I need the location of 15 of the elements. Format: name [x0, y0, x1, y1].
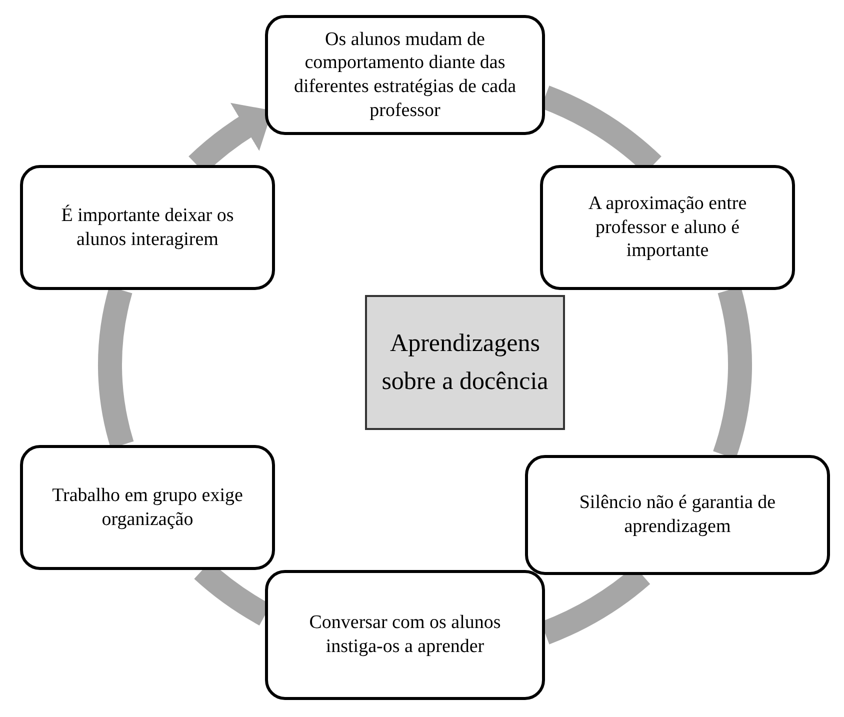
node-text: Conversar com os alunos instiga-os a aprender	[308, 611, 502, 659]
rounded-box	[20, 165, 275, 290]
center-title: Aprendizagens sobre a docência	[380, 329, 550, 396]
node-text: Silêncio não é garantia de aprendizagem	[578, 491, 777, 539]
rounded-box	[265, 570, 545, 700]
rounded-box	[265, 15, 545, 135]
rounded-box	[525, 455, 830, 575]
node-text: Trabalho em grupo exige organização	[51, 484, 244, 532]
rounded-box	[20, 445, 275, 570]
ring-segment	[98, 287, 134, 448]
node-text: A aproximação entre professor e aluno é importante	[587, 192, 748, 264]
rounded-box	[540, 165, 795, 290]
node-text: É importante deixar os alunos interagirem	[60, 204, 235, 252]
center-box	[365, 295, 565, 430]
node-text: Os alunos mudam de comportamento diante das diferentes estratégias de cada professor	[292, 28, 518, 122]
